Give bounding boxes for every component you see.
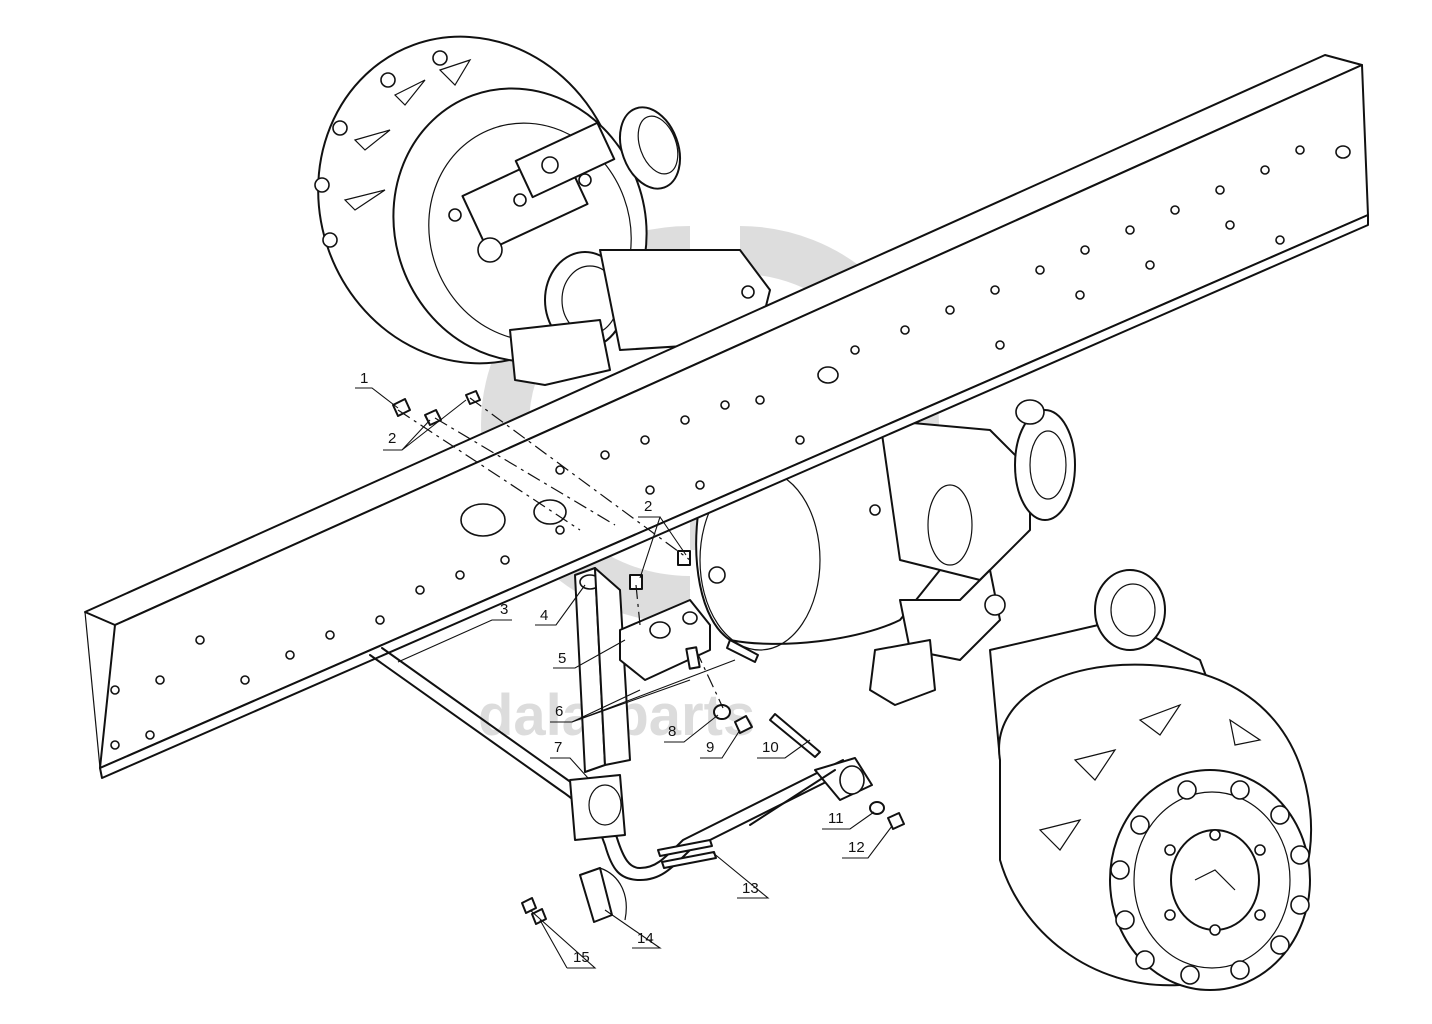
callout-9: 9 — [706, 739, 714, 756]
link-rod-10 — [749, 713, 873, 826]
callout-8: 8 — [668, 723, 676, 740]
callout-15: 15 — [573, 949, 590, 966]
callout-2b: 2 — [644, 498, 652, 515]
callout-13: 13 — [742, 880, 759, 897]
callouts: 1 2 2 3 4 5 6 7 8 9 10 11 12 — [355, 370, 893, 969]
callout-6: 6 — [555, 703, 563, 720]
front-wheel-hub — [989, 569, 1313, 991]
frame-rail — [84, 54, 1369, 779]
callout-3: 3 — [500, 601, 508, 618]
callout-1: 1 — [360, 370, 368, 387]
callout-5: 5 — [558, 650, 566, 667]
callout-10: 10 — [762, 739, 779, 756]
bracket-assembly — [619, 550, 759, 681]
callout-11: 11 — [828, 810, 844, 827]
callout-4: 4 — [540, 607, 548, 624]
frame-holes — [110, 145, 1351, 750]
callout-2a: 2 — [388, 430, 396, 447]
nut-2c — [677, 550, 691, 566]
callout-12: 12 — [848, 839, 865, 856]
callout-7: 7 — [554, 739, 562, 756]
